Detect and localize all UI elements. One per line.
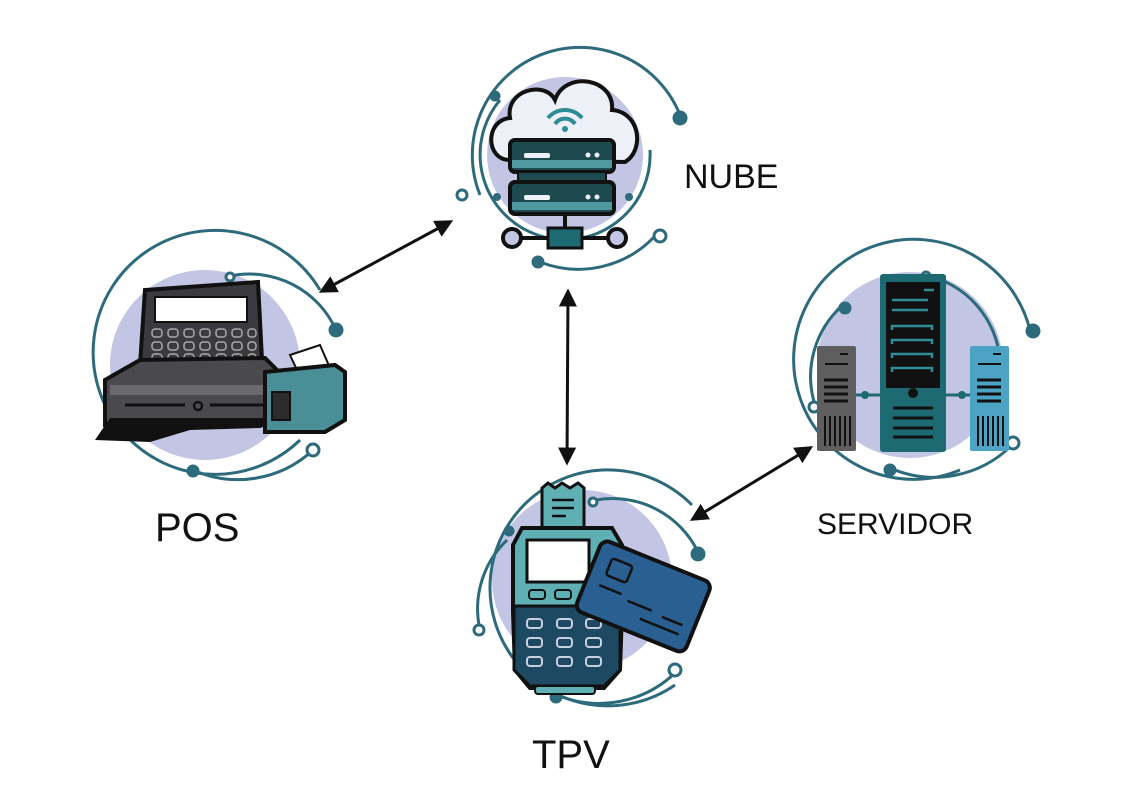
edge-nube-tpv bbox=[558, 288, 577, 466]
card-terminal-icon bbox=[511, 481, 712, 695]
node-label-servidor: SERVIDOR bbox=[817, 508, 973, 541]
node-label-tpv: TPV bbox=[532, 733, 610, 777]
cash-register-icon bbox=[95, 279, 347, 442]
edges bbox=[318, 220, 814, 521]
node-label-nube: NUBE bbox=[684, 158, 778, 196]
cloud-server-icon bbox=[489, 79, 640, 250]
node-tpv: TPV bbox=[472, 468, 712, 777]
node-servidor: SERVIDOR bbox=[792, 237, 1041, 541]
node-label-pos: POS bbox=[155, 506, 239, 550]
edge-pos-nube bbox=[318, 220, 454, 293]
edge-tpv-servidor bbox=[689, 446, 814, 521]
server-towers-icon bbox=[817, 274, 1009, 452]
node-nube: NUBE bbox=[455, 45, 778, 271]
node-pos: POS bbox=[91, 228, 347, 550]
